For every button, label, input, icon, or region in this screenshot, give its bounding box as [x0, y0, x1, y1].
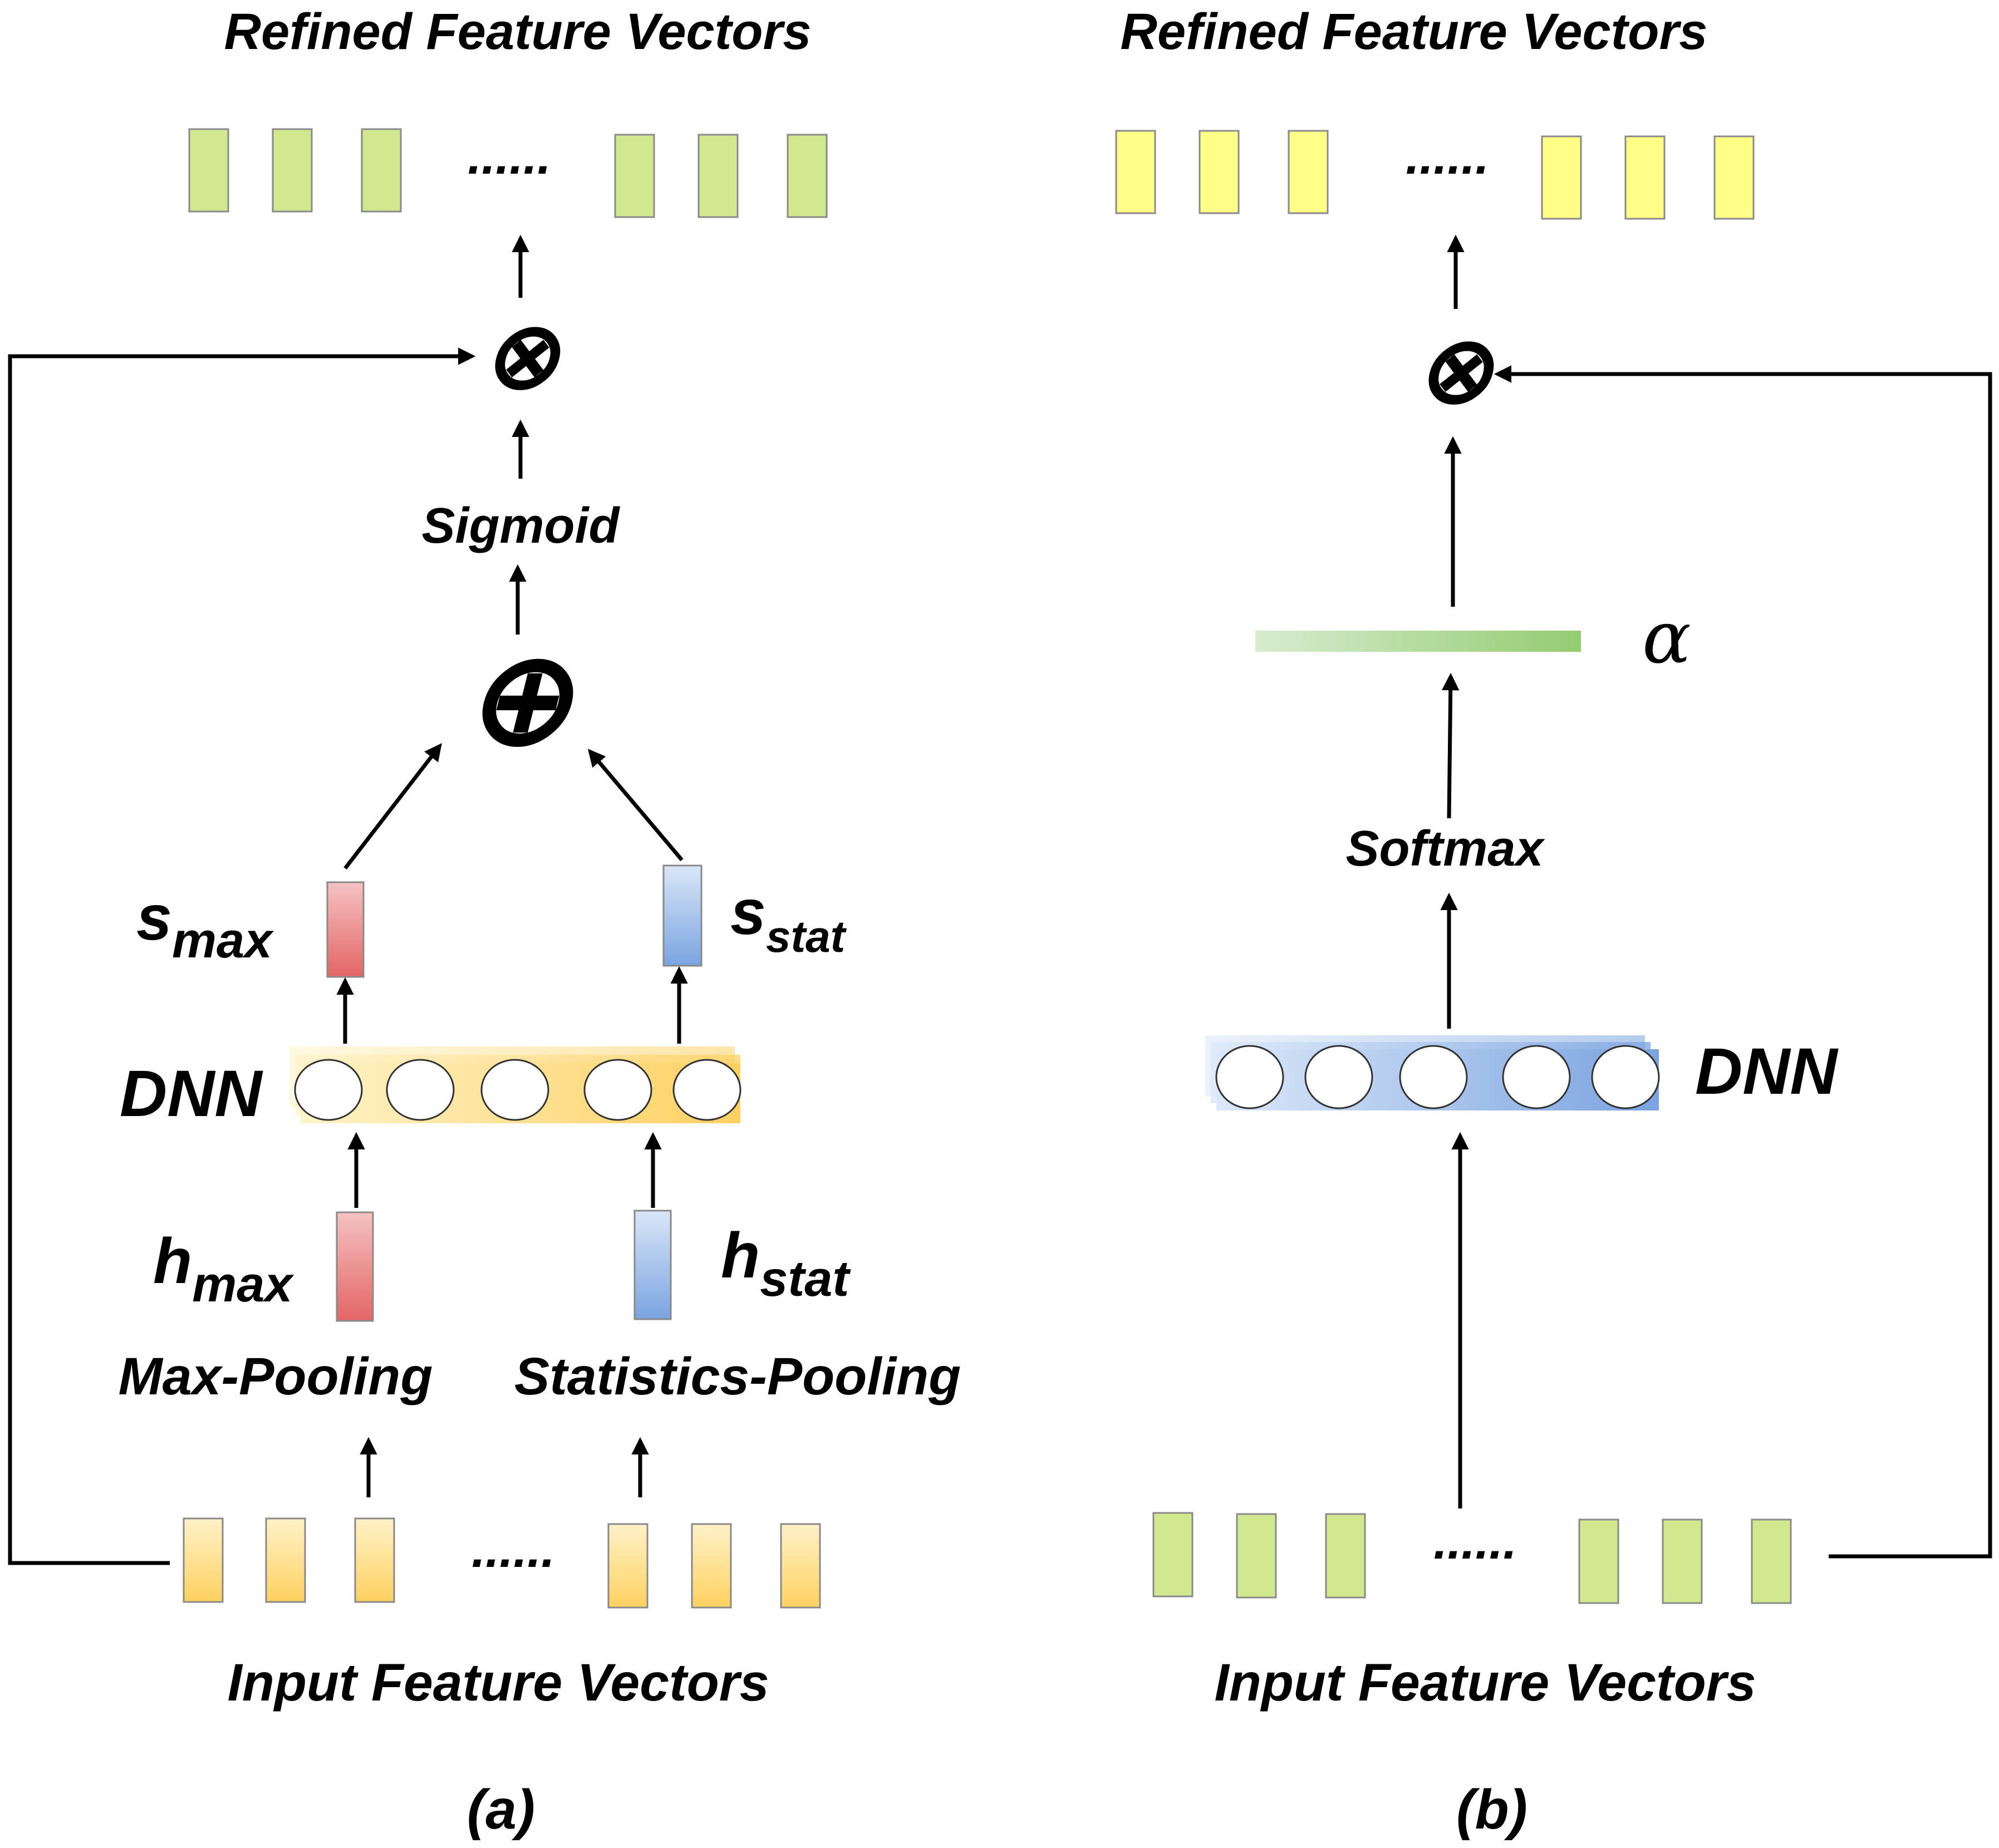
- add-icon: ⊕: [464, 627, 574, 770]
- input-vector: [1152, 1512, 1193, 1598]
- refined-vector: [1115, 130, 1156, 214]
- dnn-node: [1591, 1045, 1660, 1109]
- input-vector: [265, 1517, 306, 1603]
- refined-vector: [1199, 130, 1240, 214]
- h-stat-vector: [633, 1210, 672, 1320]
- panel-a-input-vectors: ......: [183, 1517, 821, 1609]
- panel-b-input-vectors: ......: [1152, 1512, 1792, 1604]
- skip-connection: [8, 347, 476, 1565]
- input-vector: [691, 1523, 732, 1609]
- panel-b-title: Refined Feature Vectors: [1121, 3, 1708, 60]
- panel-a-title: Refined Feature Vectors: [224, 3, 812, 60]
- s-stat-label: sstat: [730, 877, 847, 961]
- panel-b: Refined Feature Vectors ...... ⊗ α Softm…: [1115, 3, 1992, 1841]
- refined-vector: [614, 134, 655, 218]
- refined-vector: [787, 134, 828, 218]
- panel-b-caption: (b): [1456, 1778, 1528, 1841]
- input-vector: [1751, 1518, 1792, 1604]
- ellipsis: ......: [1433, 1514, 1517, 1570]
- input-vector: [183, 1517, 224, 1603]
- dnn-node: [1502, 1045, 1571, 1109]
- input-vector: [607, 1523, 649, 1609]
- panel-a-input-label: Input Feature Vectors: [227, 1653, 769, 1712]
- s-max-label: smax: [136, 882, 274, 969]
- arrow-softmax-to-alpha: [1441, 672, 1460, 819]
- skip-connection: [1494, 365, 1992, 1559]
- s-max-vector: [326, 881, 365, 978]
- softmax-label: Softmax: [1345, 821, 1545, 877]
- panel-a-refined-vectors: ......: [188, 128, 828, 218]
- dnn-label: DNN: [1695, 1035, 1839, 1108]
- h-max-vector: [336, 1211, 374, 1322]
- dnn-node: [583, 1059, 652, 1121]
- input-vector: [1236, 1513, 1277, 1599]
- ellipsis: ......: [468, 129, 551, 185]
- input-vector: [1662, 1518, 1703, 1604]
- s-stat-vector: [662, 864, 703, 967]
- refined-vector: [1713, 135, 1755, 220]
- h-max-label: hmax: [153, 1226, 294, 1313]
- dnn-node: [1399, 1045, 1468, 1109]
- ellipsis: ......: [471, 1522, 555, 1578]
- refined-vector: [1624, 135, 1666, 220]
- panel-a-dnn: [289, 1046, 741, 1123]
- max-pooling-label: Max-Pooling: [119, 1347, 433, 1406]
- h-stat-label: hstat: [721, 1220, 851, 1307]
- refined-vector: [1288, 130, 1329, 214]
- dnn-node: [672, 1059, 741, 1121]
- multiply-icon: ⊗: [1416, 319, 1495, 421]
- dnn-label: DNN: [120, 1057, 263, 1131]
- multiply-icon: ⊗: [482, 304, 561, 407]
- panel-b-refined-vectors: ......: [1115, 129, 1755, 220]
- dnn-node: [386, 1059, 455, 1121]
- alpha-label: α: [1642, 595, 1691, 680]
- input-vector: [1578, 1518, 1619, 1604]
- panel-a-caption: (a): [467, 1778, 535, 1841]
- input-vector: [780, 1523, 821, 1609]
- refined-vector: [272, 128, 313, 213]
- dnn-node: [294, 1059, 363, 1121]
- refined-vector: [698, 134, 739, 218]
- refined-vector: [1541, 135, 1582, 220]
- input-vector: [354, 1517, 395, 1603]
- sigmoid-label: Sigmoid: [422, 498, 621, 554]
- ellipsis: ......: [1406, 129, 1489, 185]
- arrow-sstat-to-add: [587, 749, 684, 862]
- dnn-node: [1304, 1045, 1373, 1109]
- refined-vector: [361, 128, 402, 213]
- panel-b-input-label: Input Feature Vectors: [1214, 1653, 1756, 1712]
- statistics-pooling-label: Statistics-Pooling: [514, 1347, 961, 1406]
- alpha-bar: [1255, 631, 1581, 652]
- panel-a: Refined Feature Vectors ...... ⊗ Sigmoid…: [8, 3, 961, 1841]
- input-vector: [1325, 1513, 1366, 1599]
- refined-vector: [188, 128, 229, 213]
- dnn-node: [480, 1059, 549, 1121]
- panel-b-dnn: [1205, 1035, 1660, 1110]
- dnn-node: [1215, 1045, 1284, 1109]
- arrow-smax-to-add: [343, 743, 442, 870]
